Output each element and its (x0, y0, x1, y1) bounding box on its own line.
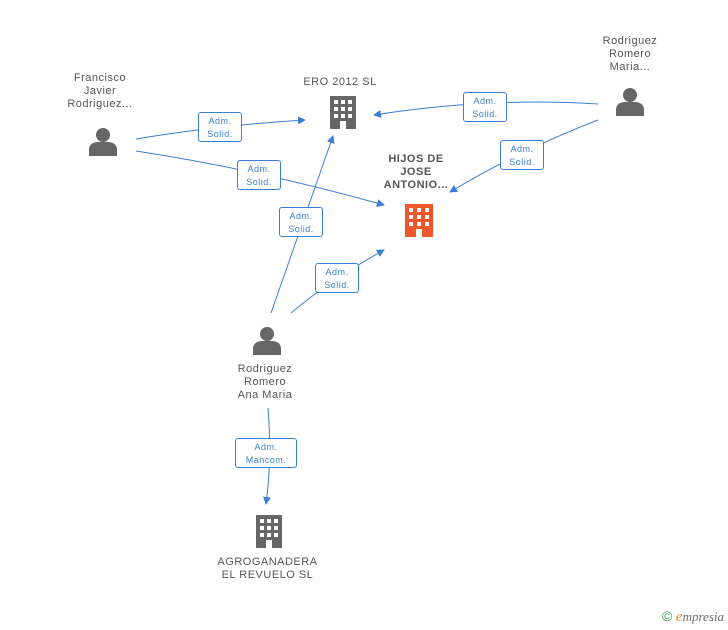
person-icon[interactable] (89, 128, 117, 156)
label-line: EL REVUELO SL (221, 569, 314, 581)
building-icon[interactable] (256, 515, 282, 548)
edge-type: Solid. (288, 224, 314, 234)
copyright-icon: © (661, 608, 673, 624)
label-line: Maria... (609, 61, 651, 73)
edge-label-ana-agro[interactable]: Adm. Mancom. (235, 438, 297, 468)
label-line: Romero (608, 48, 652, 60)
brand-initial: e (675, 609, 683, 625)
edge-role: Adm. (473, 96, 497, 106)
node-label-francisco[interactable]: Francisco Javier Rodriguez... (50, 72, 150, 111)
edge-role: Adm. (289, 211, 313, 221)
label-line: HIJOS DE (388, 153, 444, 165)
edge-role: Adm. (254, 442, 278, 452)
node-label-hijos[interactable]: HIJOS DE JOSE ANTONIO... (366, 153, 466, 192)
edge-type: Solid. (207, 129, 233, 139)
node-label-ana-maria[interactable]: Rodriguez Romero Ana Maria (215, 363, 315, 402)
edge-label-francisco-ero[interactable]: Adm. Solid. (198, 112, 242, 142)
brand-footer[interactable]: © empresia (662, 608, 724, 626)
edge-role: Adm. (208, 116, 232, 126)
brand-logo: empresia (675, 609, 724, 625)
label-line: Francisco (73, 72, 127, 84)
node-label-rodriguez-maria[interactable]: Rodriguez Romero Maria... (580, 35, 680, 74)
building-icon[interactable] (330, 96, 356, 129)
person-icon[interactable] (616, 88, 644, 116)
label-line: Rodriguez (237, 363, 293, 375)
edge-label-maria-ero[interactable]: Adm. Solid. (463, 92, 507, 122)
node-label-ero2012[interactable]: ERO 2012 SL (290, 76, 390, 89)
person-icon[interactable] (253, 327, 281, 355)
edge-role: Adm. (510, 144, 534, 154)
label-line: ERO 2012 SL (303, 76, 377, 88)
edge-label-francisco-hijos[interactable]: Adm. Solid. (237, 160, 281, 190)
node-label-agroganadera[interactable]: AGROGANADERA EL REVUELO SL (205, 556, 330, 582)
label-line: JOSE (400, 166, 432, 178)
label-line: Ana Maria (237, 389, 293, 401)
brand-rest: mpresia (682, 609, 724, 624)
label-line: ANTONIO... (383, 179, 449, 191)
edge-type: Solid. (324, 280, 350, 290)
label-line: Rodriguez (602, 35, 658, 47)
edge-role: Adm. (325, 267, 349, 277)
edge-label-maria-hijos[interactable]: Adm. Solid. (500, 140, 544, 170)
label-line: AGROGANADERA (217, 556, 318, 568)
label-line: Javier (83, 85, 117, 97)
edge-type: Solid. (472, 109, 498, 119)
edge-role: Adm. (247, 164, 271, 174)
building-icon-focus[interactable] (405, 204, 433, 237)
edge-type: Solid. (509, 157, 535, 167)
edge-type: Solid. (246, 177, 272, 187)
label-line: Rodriguez... (67, 98, 133, 110)
edge-label-ana-ero[interactable]: Adm. Solid. (279, 207, 323, 237)
label-line: Romero (243, 376, 287, 388)
edge-type: Mancom. (245, 455, 287, 465)
edge-label-ana-hijos[interactable]: Adm. Solid. (315, 263, 359, 293)
